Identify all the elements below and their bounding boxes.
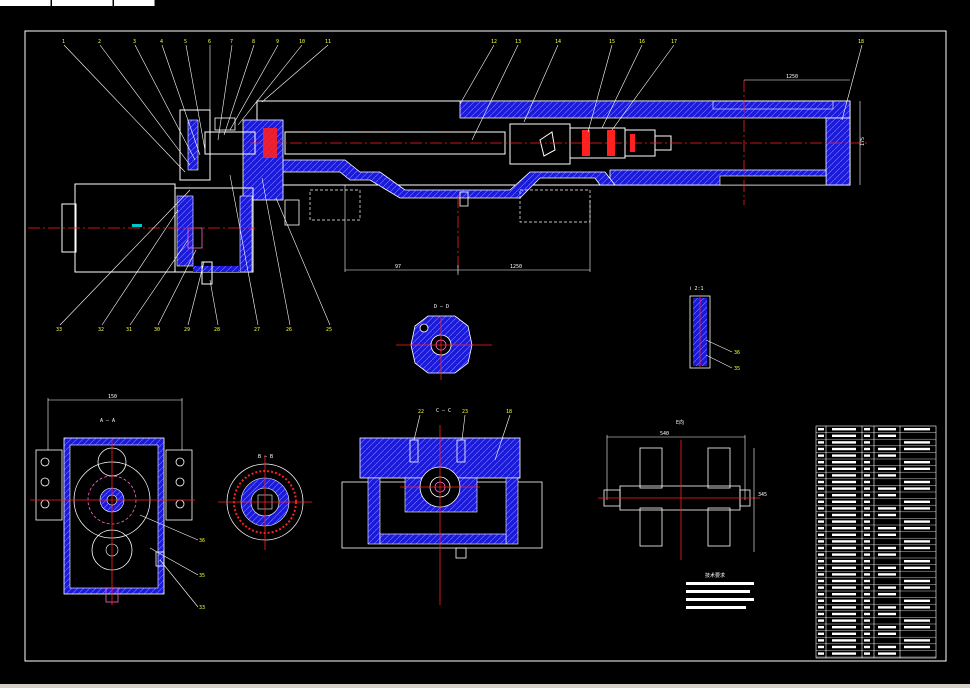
section-b-label: B — B <box>258 454 273 460</box>
dimension-top-right: 1250 <box>786 74 798 80</box>
svg-text:8: 8 <box>252 39 255 45</box>
section-a-label: A — A <box>100 418 115 424</box>
section-c-c: C — C 22 23 18 <box>341 408 543 605</box>
svg-text:3: 3 <box>133 39 136 45</box>
svg-text:18: 18 <box>858 39 864 45</box>
svg-text:14: 14 <box>555 39 561 45</box>
view-a-dimension: 150 <box>108 394 117 400</box>
detail-label: Ⅰ 2:1 <box>690 286 704 292</box>
balloons-bottom: 33 32 31 30 29 28 27 26 25 <box>56 327 332 333</box>
main-assembly-view <box>28 79 870 285</box>
svg-text:25: 25 <box>326 327 332 333</box>
view-e-dim-side: 345 <box>758 492 767 498</box>
svg-text:32: 32 <box>98 327 104 333</box>
svg-text:27: 27 <box>254 327 260 333</box>
svg-text:17: 17 <box>671 39 677 45</box>
svg-text:23: 23 <box>462 409 468 415</box>
section-c-label: C — C <box>436 408 451 414</box>
view-e: E向 540 345 <box>598 419 767 560</box>
svg-text:36: 36 <box>199 538 205 544</box>
dimension-left: 97 <box>395 264 401 270</box>
parts-list-rows <box>816 428 936 658</box>
svg-text:28: 28 <box>214 327 220 333</box>
parts-list-table <box>815 425 937 659</box>
section-d-d: D — D <box>396 304 492 380</box>
window-tab[interactable] <box>114 0 155 6</box>
svg-text:5: 5 <box>184 39 187 45</box>
svg-text:30: 30 <box>154 327 160 333</box>
svg-text:2: 2 <box>98 39 101 45</box>
tech-req-title: 技术要求 <box>705 572 725 579</box>
svg-text:6: 6 <box>208 39 211 45</box>
svg-text:16: 16 <box>639 39 645 45</box>
svg-text:35: 35 <box>199 573 205 579</box>
horizontal-scrollbar[interactable] <box>0 684 970 688</box>
view-e-dim-top: 540 <box>660 431 669 437</box>
svg-text:15: 15 <box>609 39 615 45</box>
svg-text:12: 12 <box>491 39 497 45</box>
detail-view: Ⅰ 2:1 36 35 <box>689 286 740 372</box>
section-a-a: 150 A — A 36 35 33 <box>30 394 205 611</box>
window-top-bar <box>0 0 970 7</box>
window-tab[interactable] <box>52 0 113 6</box>
dimension-right: 1250 <box>510 264 522 270</box>
svg-text:33: 33 <box>56 327 62 333</box>
svg-text:26: 26 <box>286 327 292 333</box>
drawing-frame <box>24 30 947 662</box>
svg-text:7: 7 <box>230 39 233 45</box>
svg-text:36: 36 <box>734 350 740 356</box>
technical-requirements: 技术要求 <box>686 572 754 609</box>
svg-text:4: 4 <box>160 39 163 45</box>
svg-text:29: 29 <box>184 327 190 333</box>
svg-text:1: 1 <box>62 39 65 45</box>
window-tab[interactable] <box>0 0 51 6</box>
svg-text:18: 18 <box>506 409 512 415</box>
svg-text:11: 11 <box>325 39 331 45</box>
svg-text:22: 22 <box>418 409 424 415</box>
svg-text:35: 35 <box>734 366 740 372</box>
section-b-b: B — B <box>218 454 312 550</box>
svg-text:9: 9 <box>276 39 279 45</box>
leader-lines-top <box>63 44 863 173</box>
svg-text:33: 33 <box>199 605 205 611</box>
svg-text:31: 31 <box>126 327 132 333</box>
leader-lines-bottom <box>59 174 331 326</box>
dimension-texts: 97 1250 1250 175 <box>395 74 866 270</box>
section-d-label: D — D <box>434 304 449 310</box>
svg-text:10: 10 <box>299 39 305 45</box>
view-e-label: E向 <box>676 419 684 426</box>
svg-text:13: 13 <box>515 39 521 45</box>
dimension-side: 175 <box>860 137 866 146</box>
